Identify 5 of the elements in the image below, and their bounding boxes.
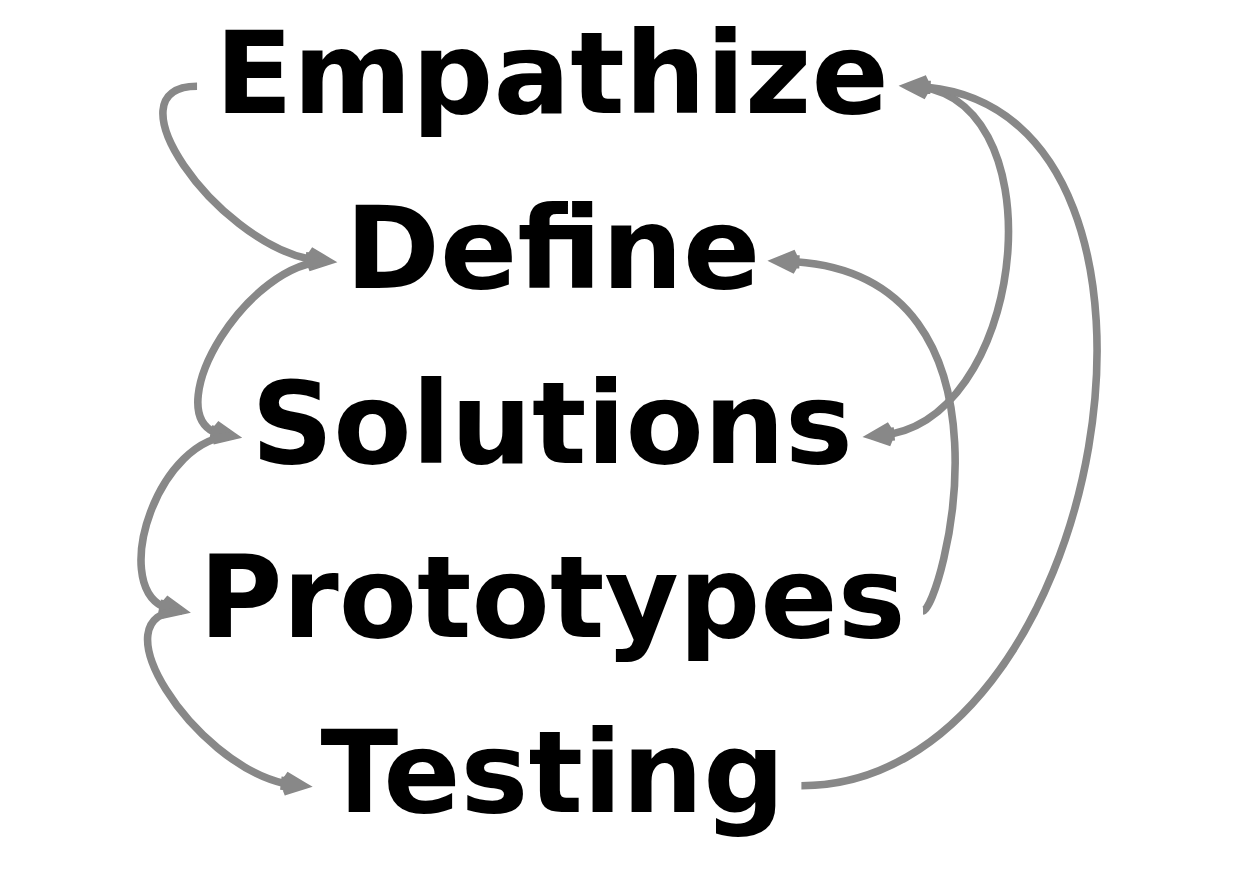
node-text: Testing <box>320 706 785 840</box>
node-text: Define <box>344 181 760 315</box>
node-text: Solutions <box>250 356 853 490</box>
node-text: Empathize <box>214 6 889 140</box>
node-text: Prototypes <box>198 531 906 665</box>
